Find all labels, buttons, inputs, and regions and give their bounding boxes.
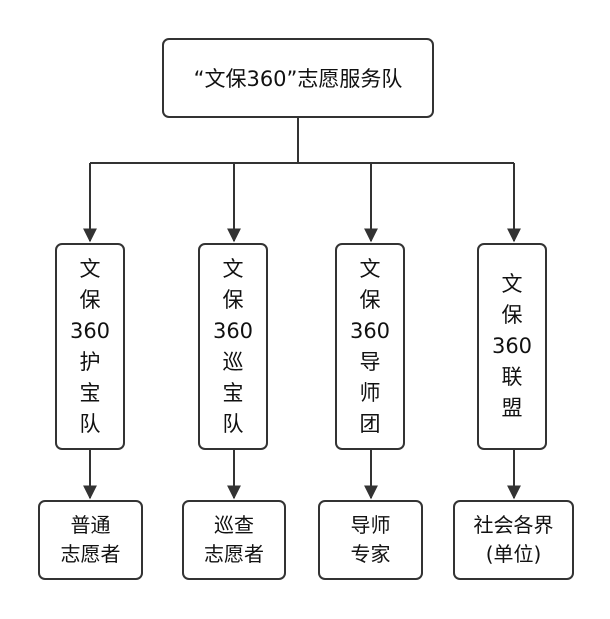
branch-2-line: 360 xyxy=(212,318,254,343)
branch-1-line: 保 xyxy=(79,287,101,312)
branch-2-line: 文 xyxy=(222,256,244,281)
branch-node-4: 文 保 360 联 盟 xyxy=(477,243,547,450)
branch-2-line: 巡 xyxy=(222,349,244,374)
branch-2-line: 保 xyxy=(222,287,244,312)
branch-4-line: 文 xyxy=(501,272,523,296)
branch-4-line: 盟 xyxy=(501,396,523,420)
branch-3-line: 导 xyxy=(359,349,381,374)
leaf-node-2: 巡查 志愿者 xyxy=(182,500,286,580)
branch-1-line: 文 xyxy=(79,256,101,281)
root-node: “文保360”志愿服务队 xyxy=(162,38,434,118)
branch-1-line: 360 xyxy=(69,318,111,343)
branch-2-line: 宝 xyxy=(222,380,244,405)
branch-2-line: 队 xyxy=(222,411,244,436)
branch-3-line: 360 xyxy=(349,318,391,343)
leaf-node-3: 导师 专家 xyxy=(318,500,423,580)
leaf-node-4: 社会各界 (单位) xyxy=(453,500,574,580)
leaf-3-line: 专家 xyxy=(350,542,391,566)
branch-4-line: 360 xyxy=(491,334,533,358)
branch-1-line: 队 xyxy=(79,411,101,436)
leaf-1-line: 志愿者 xyxy=(60,542,121,566)
root-label: “文保360”志愿服务队 xyxy=(193,67,403,91)
leaf-4-line: 社会各界 xyxy=(473,513,554,537)
leaf-4-line: (单位) xyxy=(485,542,542,566)
branch-node-3: 文 保 360 导 师 团 xyxy=(335,243,405,450)
branch-3-line: 保 xyxy=(359,287,381,312)
branch-3-line: 师 xyxy=(359,380,381,405)
branch-3-line: 文 xyxy=(359,256,381,281)
leaf-3-line: 导师 xyxy=(350,513,391,537)
leaf-2-line: 巡查 xyxy=(214,513,254,537)
leaf-2-line: 志愿者 xyxy=(204,542,264,566)
branch-4-line: 联 xyxy=(501,365,523,389)
branch-1-line: 护 xyxy=(79,349,101,374)
branch-node-1: 文 保 360 护 宝 队 xyxy=(55,243,125,450)
leaf-1-line: 普通 xyxy=(70,513,111,537)
branch-4-line: 保 xyxy=(501,303,523,327)
branch-3-line: 团 xyxy=(359,411,381,436)
branch-1-line: 宝 xyxy=(79,380,101,405)
branch-node-2: 文 保 360 巡 宝 队 xyxy=(198,243,268,450)
leaf-node-1: 普通 志愿者 xyxy=(38,500,143,580)
